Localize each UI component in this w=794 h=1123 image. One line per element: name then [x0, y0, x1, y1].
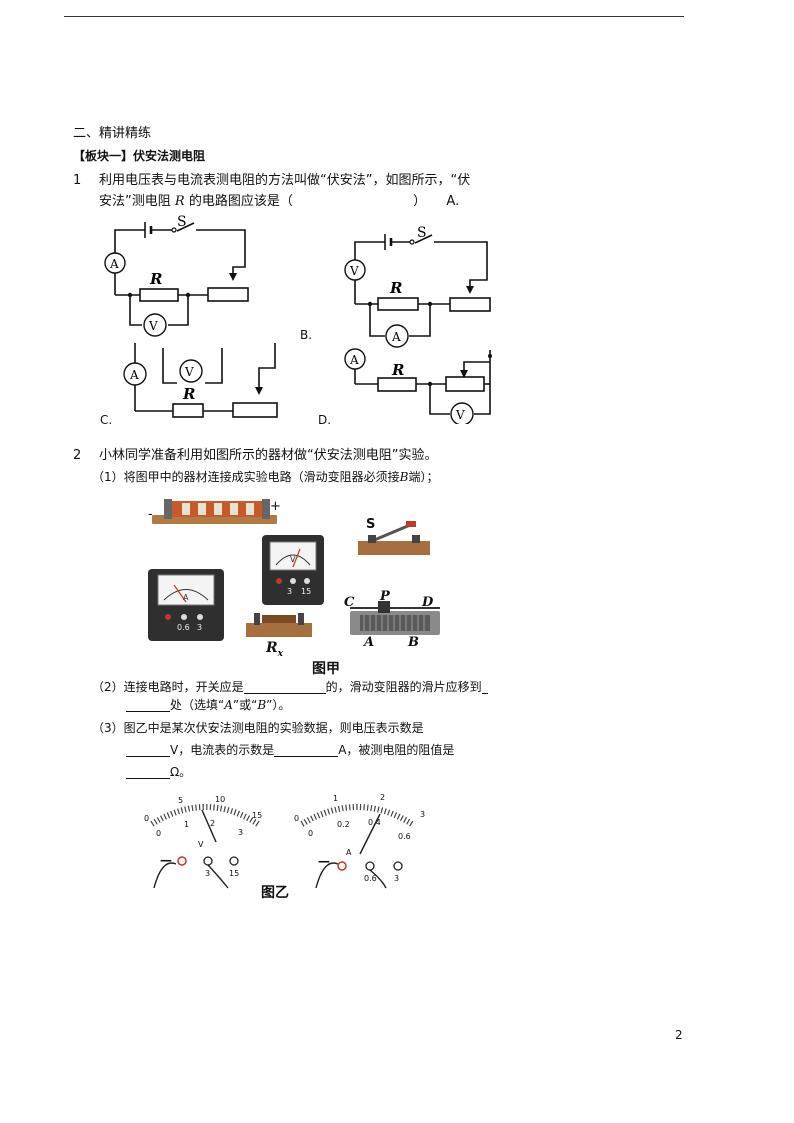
ammeter-term-3: 3 — [197, 623, 203, 632]
switch-label: S — [366, 517, 376, 532]
circuit-a-diagram: S R A V — [104, 215, 249, 337]
ammeter-letter: A — [183, 593, 189, 602]
ammeter-dial-scale — [300, 804, 414, 827]
battery-plus-label: + — [270, 499, 281, 514]
rheostat-c-label: C — [344, 595, 355, 610]
a-meter-minus: — — [318, 854, 330, 868]
circuit-c-voltmeter-letter: V — [184, 365, 194, 379]
circuit-d-voltmeter-letter: V — [455, 408, 465, 422]
circuit-a-ammeter-letter: A — [109, 257, 119, 271]
voltmeter-letter: V — [290, 555, 296, 564]
rheostat-d-label: D — [422, 595, 434, 610]
a-outer-3: 3 — [420, 810, 426, 819]
q2-part2-line1: （2）连接电路时，开关应是的，滑动变阻器的滑片应移到 — [92, 679, 488, 695]
block-title: 【板块一】伏安法测电阻 — [73, 149, 206, 163]
circuit-a-switch-label: S — [177, 215, 187, 230]
circuit-c-diagram: R A V — [123, 343, 278, 418]
option-c-label: C. — [100, 413, 113, 427]
q1-var-r: R — [174, 194, 185, 209]
q1-number: 1 — [73, 173, 82, 188]
v-outer-0: 0 — [144, 814, 150, 823]
circuit-b-r-label: R — [389, 279, 402, 297]
a-inner-02: 0.2 — [337, 820, 350, 829]
q2-number: 2 — [73, 448, 82, 463]
circuit-b-voltmeter-letter: V — [349, 264, 359, 278]
v-outer-10: 10 — [215, 795, 226, 804]
option-d-label: D. — [318, 413, 332, 427]
q2-part3-line3: Ω。 — [126, 764, 191, 780]
circuit-b-switch-label: S — [417, 225, 427, 241]
rx-label: Rx — [266, 640, 284, 659]
v-inner-3: 3 — [238, 828, 244, 837]
q1-line1: 利用电压表与电流表测电阻的方法叫做“伏安法”，如图所示，“伏 — [99, 173, 471, 188]
blank-current[interactable] — [274, 742, 339, 757]
figure-yi: 0 5 10 15 0 1 2 3 V — 3 15 0 1 2 3 0 0.2… — [140, 792, 440, 904]
circuit-d-diagram: R A V — [344, 348, 492, 424]
figure-jia-caption: 图甲 — [312, 661, 340, 677]
rheostat-b-label: B — [408, 635, 419, 650]
a-meter-letter: A — [346, 848, 352, 857]
circuit-a-voltmeter-letter: V — [148, 319, 158, 333]
voltmeter-term-3: 3 — [287, 587, 293, 596]
figure-jia: - + S V 3 15 A 0.6 3 Rx C P D A B 图甲 — [140, 495, 450, 680]
circuit-c-r-label: R — [182, 385, 195, 403]
v-inner-2: 2 — [210, 819, 216, 828]
a-outer-1: 1 — [333, 794, 339, 803]
v-term-15: 15 — [229, 869, 240, 878]
q2-part2-line2: 处（选填“A”或“B”）。 — [126, 697, 290, 713]
rx-resistor — [246, 623, 312, 637]
page-number: 2 — [675, 1028, 683, 1042]
blank-switch-state[interactable] — [243, 679, 326, 694]
blank-resistance[interactable] — [126, 764, 170, 779]
switch-base — [358, 541, 430, 555]
circuit-c-ammeter-letter: A — [129, 368, 139, 382]
header-rule — [64, 16, 684, 17]
v-outer-15: 15 — [252, 811, 263, 820]
section-title: 二、精讲精练 — [73, 126, 152, 141]
blank-slider-position[interactable] — [126, 697, 170, 712]
a-term-06: 0.6 — [364, 874, 377, 883]
circuit-b-diagram: S R V A — [344, 225, 491, 348]
a-inner-04: 0.4 — [368, 818, 381, 827]
v-inner-1: 1 — [184, 820, 190, 829]
q1-line2: 安法”测电阻 R 的电路图应该是（ ） A. — [99, 194, 460, 209]
a-outer-0: 0 — [294, 814, 300, 823]
v-meter-letter: V — [198, 840, 204, 849]
rheostat-a-label: A — [364, 635, 375, 650]
rheostat-p-label: P — [380, 589, 390, 604]
circuit-d-r-label: R — [391, 361, 404, 379]
figure-yi-caption: 图乙 — [261, 885, 289, 901]
a-inner-0: 0 — [308, 829, 314, 838]
q2-part1: （1）将图甲中的器材连接成实验电路（滑动变阻器必须接B端）； — [92, 470, 439, 484]
blank-voltage[interactable] — [126, 742, 170, 757]
ammeter-pointer — [359, 813, 381, 855]
a-outer-2: 2 — [380, 793, 386, 802]
voltmeter-pointer — [201, 809, 217, 843]
v-term-3: 3 — [205, 869, 211, 878]
voltmeter-term-15: 15 — [301, 587, 312, 596]
a-inner-06: 0.6 — [398, 832, 411, 841]
ammeter-term-06: 0.6 — [177, 623, 190, 632]
q2-intro: 小林同学准备利用如图所示的器材做“伏安法测电阻”实验。 — [99, 448, 438, 463]
q2-part3-line1: （3）图乙中是某次伏安法测电阻的实验数据，则电压表示数是 — [92, 721, 424, 735]
v-inner-0: 0 — [156, 829, 162, 838]
circuit-a-r-label: R — [149, 270, 162, 288]
battery-base — [152, 515, 277, 524]
circuit-d-ammeter-letter: A — [349, 353, 359, 367]
v-outer-5: 5 — [178, 796, 184, 805]
option-a-label: A. — [446, 194, 460, 209]
circuit-b-ammeter-letter: A — [391, 330, 401, 344]
option-b-label: B. — [300, 328, 313, 342]
a-term-3: 3 — [394, 874, 400, 883]
v-meter-minus: — — [160, 853, 172, 867]
battery-minus-label: - — [148, 507, 153, 522]
